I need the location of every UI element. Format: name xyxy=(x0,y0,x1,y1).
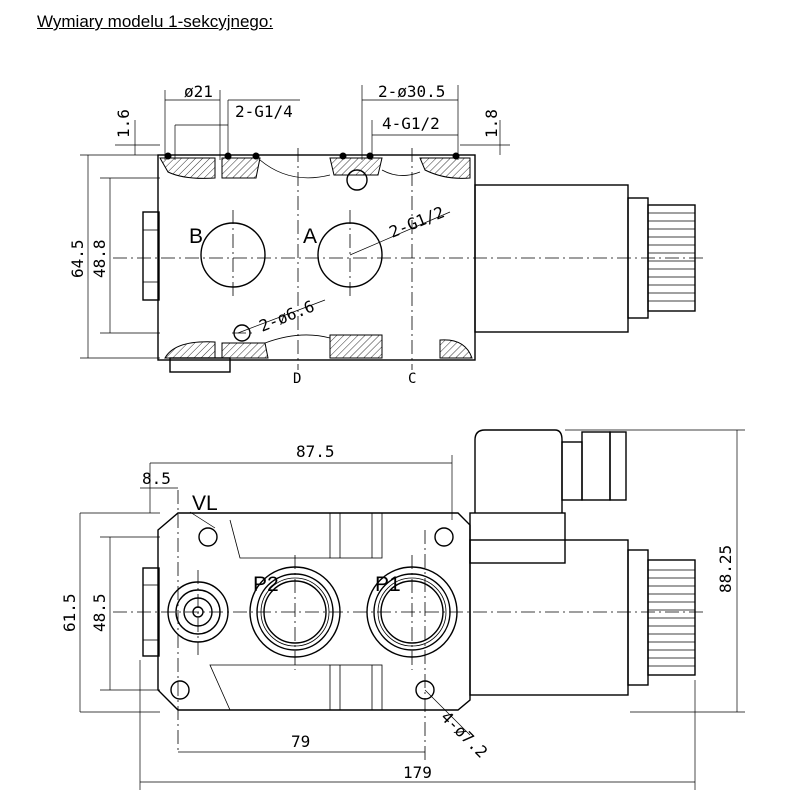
port-a-label: A xyxy=(303,225,317,248)
dim-d305: 2-ø30.5 xyxy=(378,82,445,101)
dim-w179: 179 xyxy=(403,763,432,782)
mount-hole-tl xyxy=(198,527,218,547)
connector-base xyxy=(469,512,566,564)
section-hatch-4 xyxy=(419,157,471,179)
solenoid-knurl xyxy=(648,212,695,302)
mount-hole-tr xyxy=(434,527,454,547)
dim-g12-2: 2-G1/2 xyxy=(386,202,447,241)
dim-g14: 2-G1/4 xyxy=(235,102,293,121)
solenoid-ring-side xyxy=(627,549,649,686)
section-mark-d: D xyxy=(293,371,301,387)
dim-d66: 2-ø6.6 xyxy=(256,296,317,335)
section-mark-c: C xyxy=(408,371,416,387)
dim-h488: 48.8 xyxy=(90,239,109,278)
dim-t18: 1.8 xyxy=(482,109,501,138)
section-hatch-6 xyxy=(221,342,269,359)
valve-body-side xyxy=(157,512,471,711)
section-hatch-2 xyxy=(221,157,261,179)
dim-t16: 1.6 xyxy=(114,109,133,138)
left-plug xyxy=(142,211,160,301)
small-bore xyxy=(346,169,368,191)
connector-gland xyxy=(561,441,583,501)
dim-d72: 4-ø7.2 xyxy=(437,707,491,761)
dim-g12-4: 4-G1/2 xyxy=(382,114,440,133)
mount-hole-bl xyxy=(170,680,190,700)
dim-h615: 61.5 xyxy=(60,593,79,632)
port-b-label: B xyxy=(189,225,203,248)
port-p1-label: P1 xyxy=(375,573,401,596)
top-view: B A ø21 2-G1/4 2-ø30.5 4-G1/2 1.6 1.8 64… xyxy=(68,82,705,387)
connector-housing xyxy=(474,429,563,513)
connector-nut xyxy=(581,431,611,501)
port-p2-label: P2 xyxy=(253,573,279,596)
drawing-title: Wymiary modelu 1-sekcyjnego: xyxy=(37,12,274,31)
section-hatch-5 xyxy=(164,341,216,359)
bottom-view: VL P2 P1 87.5 8.5 61.5 48.5 88.25 79 179… xyxy=(60,429,745,790)
section-hatch-7 xyxy=(329,334,383,359)
valve-body-outline xyxy=(157,154,476,361)
dim-w875: 87.5 xyxy=(296,442,335,461)
port-vl-label: VL xyxy=(192,492,218,515)
dim-w79: 79 xyxy=(291,732,310,751)
section-hatch-8 xyxy=(439,339,473,359)
dim-h485: 48.5 xyxy=(90,593,109,632)
solenoid-body xyxy=(474,184,629,333)
dim-d21: ø21 xyxy=(184,82,213,101)
solenoid-knurl-side xyxy=(648,569,695,667)
dim-h8825: 88.25 xyxy=(716,545,735,593)
solenoid-cap-side xyxy=(647,559,696,676)
dim-h645: 64.5 xyxy=(68,239,87,278)
dim-w85: 8.5 xyxy=(142,469,171,488)
section-hatch-3 xyxy=(329,157,383,176)
section-hatch-1 xyxy=(159,157,216,179)
connector-cap xyxy=(609,431,627,501)
